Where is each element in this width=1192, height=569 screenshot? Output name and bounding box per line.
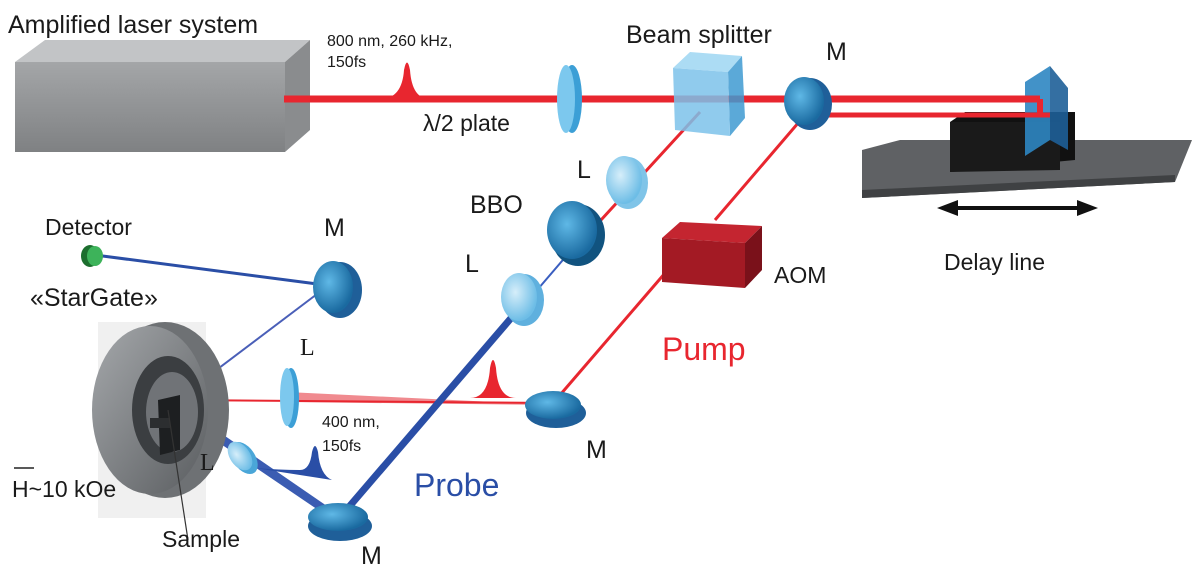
lens-upper [606, 156, 648, 209]
label-mirror-detector: M [324, 214, 345, 242]
label-pump: Pump [662, 331, 746, 367]
beam-splitter [673, 52, 745, 136]
detector [81, 245, 103, 267]
label-lens-detector: L [300, 335, 315, 361]
label-lens-upper: L [577, 156, 591, 184]
probe-pulse [255, 446, 332, 480]
label-half-wave-plate: λ/2 plate [423, 110, 510, 136]
label-beam-splitter: Beam splitter [626, 21, 772, 49]
label-bbo: BBO [470, 191, 523, 219]
bbo-crystal [547, 201, 605, 266]
label-field: H~10 kOe [12, 476, 116, 502]
label-probe-params-2: 150fs [322, 438, 361, 455]
aom [662, 222, 762, 288]
label-mirror-probe: M [361, 542, 382, 569]
delay-arrow [937, 200, 1098, 216]
label-mirror-top: M [826, 38, 847, 66]
sample-pointer [167, 409, 189, 541]
label-laser-params-2: 150fs [327, 54, 366, 71]
label-mirror-pump: M [586, 436, 607, 464]
mirror-pump [525, 391, 586, 428]
label-sample: Sample [162, 526, 240, 552]
lens-lower [501, 273, 544, 326]
laser-box [15, 40, 310, 152]
lens-probe [227, 441, 258, 475]
pump-pulse-top [380, 62, 430, 99]
half-wave-plate [557, 65, 582, 133]
label-probe: Probe [414, 467, 499, 503]
label-lens-lower: L [465, 250, 479, 278]
stargate-cryostat [92, 322, 229, 518]
mirror-probe [308, 503, 372, 541]
label-laser-system: Amplified laser system [8, 11, 258, 39]
label-lens-probe: L [200, 450, 215, 476]
pump-focus-lens [280, 368, 299, 428]
label-stargate: «StarGate» [30, 284, 158, 312]
label-laser-params-1: 800 nm, 260 kHz, [327, 33, 452, 50]
mirror-top [784, 77, 832, 130]
pump-pulse-lower [470, 360, 516, 398]
label-delay-line: Delay line [944, 249, 1045, 275]
label-probe-params-1: 400 nm, [322, 414, 380, 431]
label-aom: AOM [774, 262, 826, 288]
label-detector: Detector [45, 214, 132, 240]
mirror-detector [313, 261, 362, 318]
